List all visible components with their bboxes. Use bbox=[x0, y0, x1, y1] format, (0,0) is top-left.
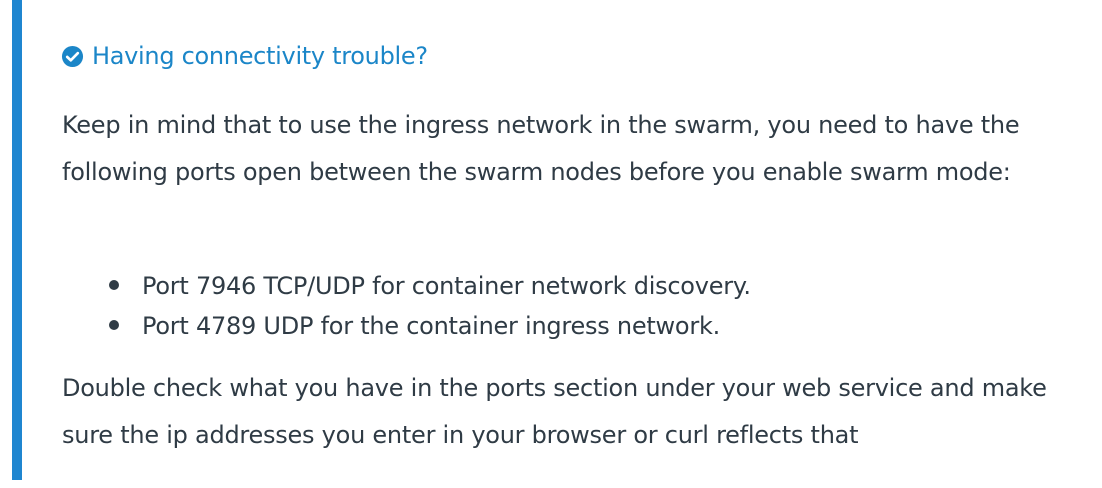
callout-accent-bar bbox=[12, 0, 22, 480]
port-list: Port 7946 TCP/UDP for container network … bbox=[62, 266, 751, 346]
intro-paragraph: Keep in mind that to use the ingress net… bbox=[62, 111, 1020, 186]
check-circle-icon bbox=[61, 45, 84, 68]
bullet-icon bbox=[109, 320, 119, 330]
list-item: Port 7946 TCP/UDP for container network … bbox=[62, 266, 751, 306]
list-item-text: Port 4789 UDP for the container ingress … bbox=[142, 312, 721, 340]
list-item-text: Port 7946 TCP/UDP for container network … bbox=[142, 272, 751, 300]
callout-title: Having connectivity trouble? bbox=[61, 38, 428, 74]
callout-title-text: Having connectivity trouble? bbox=[92, 42, 428, 70]
list-item: Port 4789 UDP for the container ingress … bbox=[62, 306, 751, 346]
followup-paragraph: Double check what you have in the ports … bbox=[62, 374, 1047, 449]
bullet-icon bbox=[109, 280, 119, 290]
